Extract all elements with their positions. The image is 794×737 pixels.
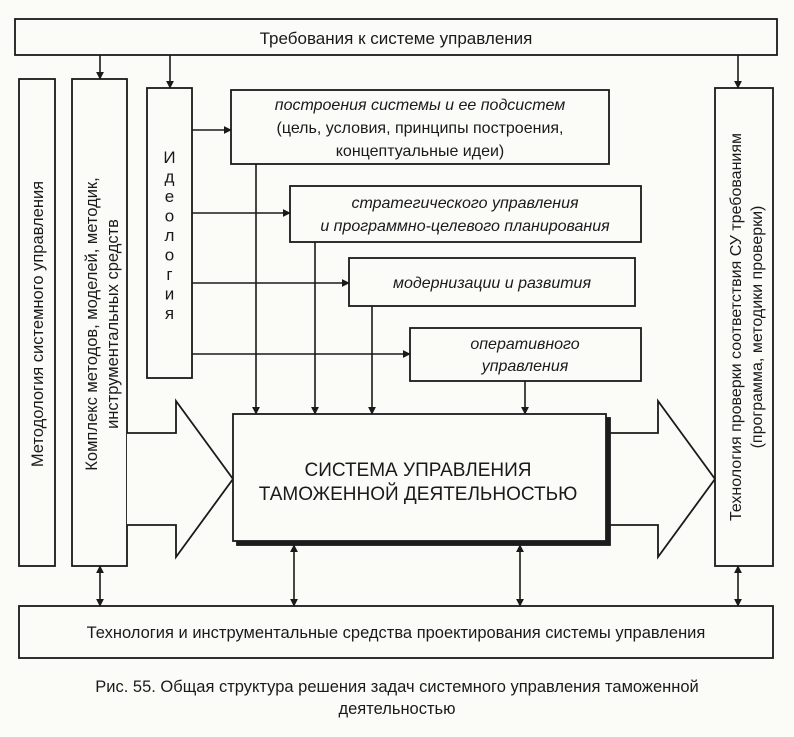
construction-line-2: (цель, условия, принципы построения, — [277, 120, 564, 137]
caption-line-2: деятельностью — [338, 700, 456, 718]
modernization-label: модернизации и развития — [393, 275, 591, 292]
operational-management-box: оперативного управления — [409, 327, 642, 382]
ideology-letter: и — [165, 285, 175, 304]
main-system-line-2: ТАМОЖЕННОЙ ДЕЯТЕЛЬНОСТЬЮ — [259, 483, 578, 505]
ideology-letter: е — [165, 187, 174, 206]
requirements-box: Требования к системе управления — [14, 18, 778, 56]
design-tools-box: Технология и инструментальные средства п… — [18, 605, 774, 659]
strategic-line-2: и программно-целевого планирования — [320, 218, 610, 235]
methodology-column: Методология системного управления — [18, 78, 56, 567]
construction-line-3: концептуальные идеи) — [336, 143, 504, 160]
strategic-management-box: стратегического управления и программно-… — [289, 185, 642, 243]
modernization-box: модернизации и развития — [348, 257, 636, 307]
verification-line-1: Технология проверки соответствия СУ треб… — [728, 133, 745, 521]
ideology-letter: я — [165, 304, 174, 323]
left-big-arrow — [127, 398, 235, 560]
main-system-line-1: СИСТЕМА УПРАВЛЕНИЯ — [304, 460, 531, 481]
ideology-letter: о — [165, 246, 174, 265]
ideology-letter: о — [165, 207, 174, 226]
operational-line-2: управления — [481, 358, 569, 375]
verification-line-2: (программа, методики проверки) — [749, 206, 766, 449]
methods-complex-line-2: инструментальных средств — [104, 219, 122, 429]
methodology-label: Методология системного управления — [29, 181, 47, 467]
main-system-box: СИСТЕМА УПРАВЛЕНИЯ ТАМОЖЕННОЙ ДЕЯТЕЛЬНОС… — [232, 413, 607, 542]
methods-complex-column: Комплекс методов, моделей, методик, инст… — [71, 78, 128, 567]
figure-caption: Рис. 55. Общая структура решения задач с… — [0, 676, 794, 720]
ideology-letter: И — [163, 148, 175, 167]
caption-line-1: Рис. 55. Общая структура решения задач с… — [95, 678, 699, 696]
ideology-letter: д — [165, 168, 175, 187]
construction-subsystem-box: построения системы и ее подсистем (цель,… — [230, 89, 610, 165]
strategic-line-1: стратегического управления — [351, 195, 579, 212]
operational-line-1: оперативного — [470, 336, 579, 353]
methods-complex-line-1: Комплекс методов, моделей, методик, — [83, 177, 101, 470]
ideology-letter: л — [165, 226, 175, 245]
design-tools-label: Технология и инструментальные средства п… — [87, 624, 706, 642]
ideology-letter: г — [166, 265, 172, 284]
requirements-label: Требования к системе управления — [260, 29, 533, 48]
construction-line-1: построения системы и ее подсистем — [275, 97, 565, 114]
verification-technology-column: Технология проверки соответствия СУ треб… — [714, 87, 774, 567]
right-big-arrow — [606, 398, 717, 560]
